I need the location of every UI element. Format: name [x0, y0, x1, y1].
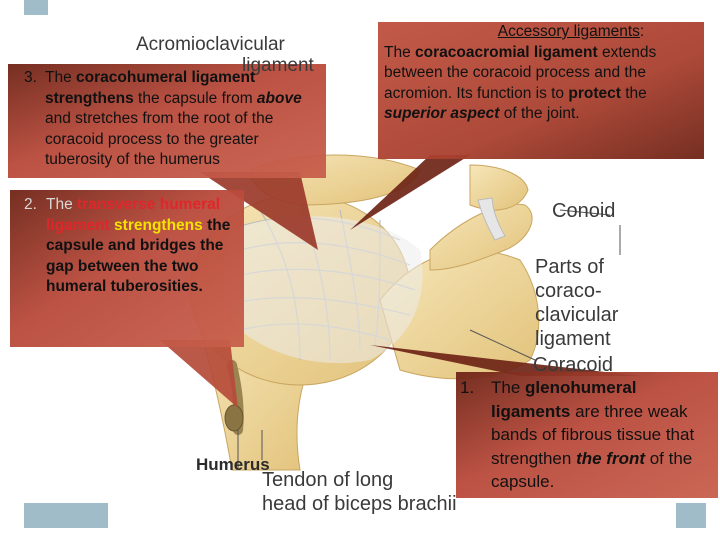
- callout-transverse-humeral: 2. The transverse humeral ligament stren…: [10, 190, 244, 347]
- callout-3-strengthens: strengthens: [45, 89, 134, 107]
- callout-accessory-t4: of the joint.: [499, 105, 580, 122]
- callout-accessory-title-colon: :: [639, 23, 645, 40]
- callout-2-t1: The: [46, 196, 78, 213]
- coracoid-process: [429, 203, 533, 271]
- callout-accessory-ligaments: Accessory ligaments: The coracoacromial …: [378, 22, 704, 159]
- label-coracoid: Coracoid: [533, 354, 614, 376]
- callout-3-above: above: [256, 89, 302, 107]
- callout-accessory-protect: protect: [568, 84, 621, 102]
- callout-2-number: 2.: [24, 196, 37, 213]
- label-parts-coracoclavicular: Parts of coraco- clavicular ligament: [535, 256, 619, 350]
- callout-3-number: 3.: [24, 69, 37, 86]
- callout-3-text: The coracohumeral ligament strengthens t…: [45, 68, 323, 171]
- deco-square-bottom-right: [676, 503, 706, 528]
- callout-2-ligament-name: transverse humeral ligament: [46, 196, 221, 234]
- biceps-tendon-cut: [224, 404, 244, 432]
- conoid-ligament: [477, 197, 506, 241]
- label-humerus: Humerus: [196, 455, 270, 474]
- callout-1-t3: of the capsule.: [491, 448, 693, 492]
- deco-square-bottom-left: [24, 503, 108, 528]
- callout-3-t1: The: [45, 69, 77, 86]
- callout-1-t1: The: [491, 378, 526, 397]
- callout-1-text: The glenohumeral ligaments are three wea…: [491, 376, 716, 494]
- callout-2-strengthens: strengthens: [114, 216, 203, 234]
- callout-accessory-title-text: Accessory ligaments: [497, 23, 640, 40]
- callout-glenohumeral: 1. The glenohumeral ligaments are three …: [456, 372, 718, 498]
- callout-2-text: The transverse humeral ligament strength…: [46, 195, 242, 298]
- label-conoid: Conoid: [552, 200, 616, 222]
- callout-3-t3: the capsule from: [133, 89, 257, 107]
- callout-3-ligament-name: coracohumeral ligament: [76, 69, 256, 86]
- callout-1-pointer: [370, 345, 640, 376]
- callout-1-t2: are three weak bands of fibrous tissue t…: [491, 401, 695, 468]
- callout-2-t3: the: [202, 216, 231, 234]
- callout-1-box: [456, 372, 718, 498]
- callout-accessory-t3: the: [620, 84, 647, 102]
- callout-accessory-t2: extends between the coracoid process and…: [384, 43, 657, 102]
- callout-accessory-superior: superior aspect: [384, 105, 500, 122]
- callout-accessory-text: The coracoacromial ligament extends betw…: [378, 43, 704, 125]
- callout-1-number: 1.: [460, 378, 475, 397]
- label-leader-lines: [237, 209, 621, 470]
- callout-2-t4: capsule and bridges the gap between the …: [46, 237, 224, 295]
- callout-coracohumeral: 3. The coracohumeral ligament strengthen…: [8, 64, 326, 178]
- callout-2-pointer: [160, 340, 238, 408]
- callout-accessory-ligament-name: coracoacromial ligament: [415, 43, 598, 61]
- callout-3-box: [8, 64, 326, 178]
- capsule-fill: [223, 216, 423, 364]
- callout-accessory-title: Accessory ligaments:: [378, 22, 704, 43]
- label-biceps-tendon: Tendon of long head of biceps brachii: [262, 469, 457, 515]
- callout-3-t4: and stretches from the root of the corac…: [45, 110, 274, 168]
- callout-1-the-front: the front: [576, 448, 645, 468]
- callout-1-ligament-name: glenohumeral ligaments: [491, 378, 637, 421]
- label-acromioclavicular: Acromioclavicular ligament: [136, 34, 314, 77]
- callout-2-box: [10, 190, 244, 347]
- callout-accessory-t1: The: [384, 43, 416, 61]
- callout-accessory-box: [378, 22, 704, 159]
- callout-accessory-pointer: [350, 155, 470, 230]
- deco-square-top-left: [24, 0, 48, 15]
